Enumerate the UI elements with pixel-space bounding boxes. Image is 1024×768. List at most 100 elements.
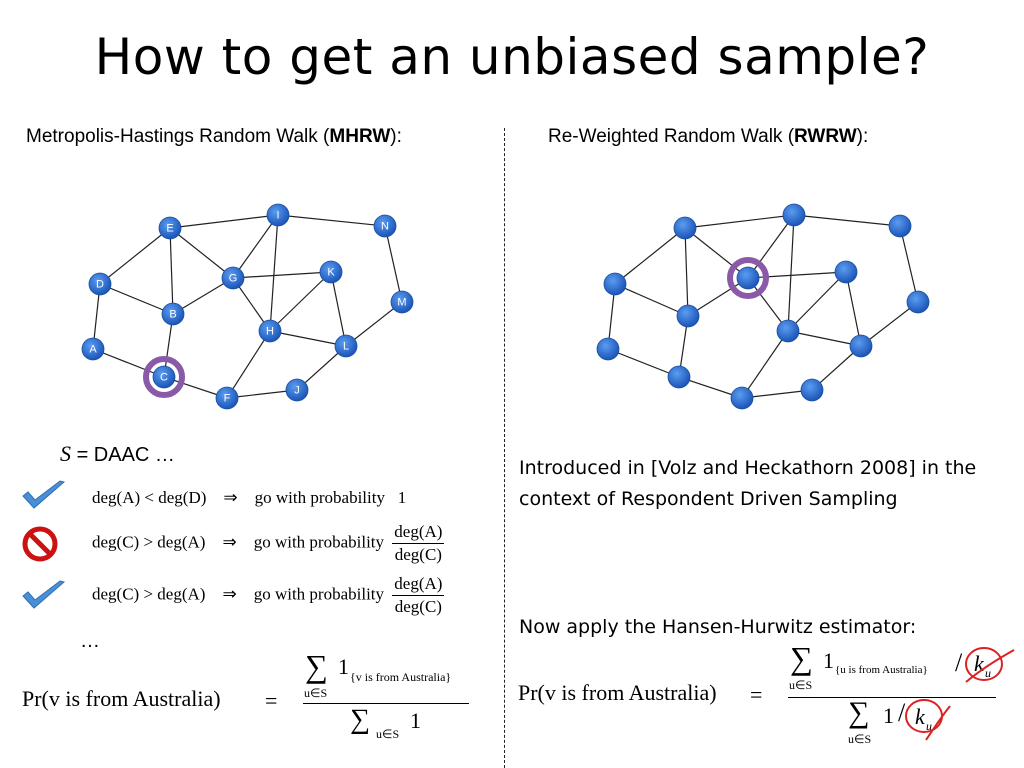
node-circle bbox=[373, 214, 397, 238]
highlight-ring bbox=[143, 356, 185, 398]
node-circle bbox=[81, 337, 105, 361]
rwrw-subtitle: Re-Weighted Random Walk (RWRW): bbox=[548, 126, 868, 148]
sum-symbol: ∑ bbox=[305, 648, 328, 684]
sum-index: u∈S bbox=[376, 727, 400, 741]
rwrw-graph bbox=[596, 203, 930, 410]
graph-node-e bbox=[673, 216, 697, 240]
fraction-numerator: deg(A) bbox=[392, 522, 445, 544]
rule-text: deg(A) < deg(D) ⇒ go with probability 1 bbox=[92, 488, 406, 508]
node-label: A bbox=[89, 344, 97, 356]
walk-sequence: S = DAAC … bbox=[60, 441, 175, 467]
rwrw-subtitle-suffix: ): bbox=[856, 126, 869, 147]
node-label: L bbox=[343, 341, 349, 353]
node-circle bbox=[834, 260, 858, 284]
node-label: C bbox=[160, 372, 168, 384]
graph-node-b bbox=[676, 304, 700, 328]
node-circle bbox=[258, 319, 282, 343]
sum-symbol: ∑ bbox=[790, 640, 813, 676]
graph-edge bbox=[687, 277, 749, 317]
rwrw-subtitle-prefix: Re-Weighted Random Walk ( bbox=[548, 126, 795, 147]
graph-edge bbox=[845, 271, 862, 347]
graph-node-j: J bbox=[285, 378, 309, 402]
node-label: D bbox=[96, 279, 104, 291]
rule-action: go with probability bbox=[253, 532, 385, 552]
node-circle bbox=[266, 203, 290, 227]
rwrw-formula-lhs: Pr(v is from Australia) bbox=[518, 680, 717, 705]
graph-edge bbox=[277, 214, 386, 227]
graph-edge bbox=[741, 389, 813, 399]
graph-node-l: L bbox=[334, 334, 358, 358]
sum-symbol: ∑ bbox=[350, 704, 370, 735]
graph-edge bbox=[614, 227, 686, 285]
indicator-subscript: {v is from Australia} bbox=[350, 670, 452, 684]
graph-node-c: C bbox=[143, 356, 185, 398]
rwrw-subtitle-abbrev: RWRW bbox=[794, 126, 857, 147]
graph-node-c bbox=[667, 365, 691, 389]
graph-edge bbox=[345, 301, 403, 347]
slide-title: How to get an unbiased sample? bbox=[94, 28, 930, 86]
node-circle bbox=[319, 260, 343, 284]
column-divider bbox=[504, 128, 505, 768]
node-label: G bbox=[229, 273, 238, 285]
node-circle bbox=[215, 386, 239, 410]
graph-node-b: B bbox=[161, 302, 185, 326]
checkmark-icon bbox=[22, 480, 66, 509]
degree-weight: k bbox=[974, 651, 984, 676]
degree-weight: k bbox=[915, 704, 925, 729]
implies-symbol: ⇒ bbox=[222, 584, 237, 604]
node-circle bbox=[161, 302, 185, 326]
fraction-numerator: deg(A) bbox=[392, 574, 445, 596]
node-circle bbox=[730, 386, 754, 410]
graph-edge bbox=[226, 330, 271, 399]
fraction-denominator: deg(C) bbox=[394, 545, 442, 564]
graph-edge bbox=[614, 283, 689, 317]
node-circle bbox=[800, 378, 824, 402]
node-label: J bbox=[294, 385, 300, 397]
sequence-text: = DAAC … bbox=[76, 444, 175, 466]
rule-condition: deg(C) > deg(A) bbox=[92, 584, 206, 604]
graph-edge bbox=[330, 271, 347, 347]
mhrw-subtitle-abbrev: MHRW bbox=[329, 126, 391, 147]
red-circle-annotation bbox=[965, 647, 1015, 683]
node-circle bbox=[390, 290, 414, 314]
graph-edge bbox=[172, 277, 234, 315]
graph-edge bbox=[787, 214, 795, 332]
node-label: F bbox=[224, 393, 231, 405]
rule-text: deg(C) > deg(A) ⇒ go with probability de… bbox=[92, 522, 445, 565]
graph-node-h: H bbox=[258, 319, 282, 343]
node-label: E bbox=[166, 223, 173, 235]
node-circle bbox=[88, 272, 112, 296]
sum-index: u∈S bbox=[848, 732, 872, 746]
checkmark-icon bbox=[22, 580, 66, 609]
graph-edge bbox=[269, 271, 332, 332]
graph-edge bbox=[860, 301, 919, 347]
rule-row: deg(A) < deg(D) ⇒ go with probability 1 bbox=[20, 478, 490, 522]
sum-index: u∈S bbox=[789, 678, 813, 692]
sum-index: u∈S bbox=[304, 686, 328, 700]
graph-edge bbox=[226, 389, 298, 399]
graph-edge bbox=[787, 271, 847, 332]
graph-edge bbox=[269, 214, 279, 332]
fraction-bar bbox=[788, 697, 996, 698]
graph-node-d: D bbox=[88, 272, 112, 296]
graph-edge bbox=[741, 330, 789, 399]
indicator-one: 1 bbox=[823, 648, 834, 673]
rule-probability: 1 bbox=[397, 488, 407, 507]
graph-edge bbox=[793, 214, 901, 227]
node-circle bbox=[221, 266, 245, 290]
node-circle bbox=[152, 365, 176, 389]
graph-edge bbox=[232, 271, 332, 279]
implies-symbol: ⇒ bbox=[223, 488, 238, 507]
implies-symbol: ⇒ bbox=[222, 532, 237, 552]
graph-edge bbox=[169, 227, 174, 315]
graph-node-g: G bbox=[221, 266, 245, 290]
indicator-one: 1 bbox=[338, 654, 349, 679]
rule-row: deg(C) > deg(A) ⇒ go with probability de… bbox=[20, 522, 490, 568]
estimator-intro: Now apply the Hansen-Hurwitz estimator: bbox=[519, 616, 917, 638]
rwrw-intro: Introduced in [Volz and Heckathorn 2008]… bbox=[519, 457, 977, 510]
rwrw-formula-equals: = bbox=[750, 682, 763, 707]
graph-node-k: K bbox=[319, 260, 343, 284]
graph-edge bbox=[607, 348, 680, 378]
graph-edge bbox=[169, 227, 234, 279]
rule-text: deg(C) > deg(A) ⇒ go with probability de… bbox=[92, 574, 445, 617]
